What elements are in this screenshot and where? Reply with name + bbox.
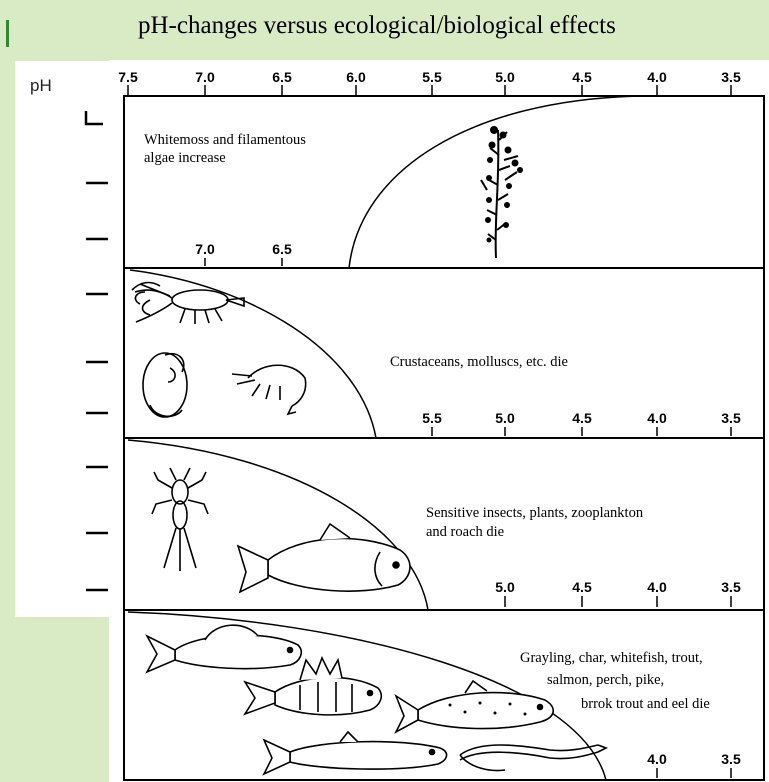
panel-2-scale: 5.0 [495,410,515,426]
panel-3-line-2: and roach die [426,524,504,540]
panel-1-scale: 7.0 [195,241,215,257]
panel-4-line-3: brrok trout and eel die [581,696,710,712]
panel-4-scale: 4.0 [647,751,667,767]
top-axis-label: 6.0 [346,69,366,85]
panel-2-scale: 3.5 [721,410,741,426]
shrimp-icon [232,365,306,414]
top-axis-label: 7.0 [195,69,215,85]
panel-1-line-1: Whitemoss and filamentous [144,132,306,148]
panel-3-scale: 3.5 [721,579,741,595]
panel-1-scale: 6.5 [272,241,292,257]
panel-1-frame [124,96,764,268]
panel-1-line-2: algae increase [144,150,226,166]
moss-plant-icon [481,130,518,258]
crayfish-icon [132,283,244,324]
panel-4-line-1: Grayling, char, whitefish, trout, [520,650,703,666]
top-axis-label: 6.5 [272,69,292,85]
panel-3-scale: 5.0 [495,579,515,595]
panel-2-scale: 4.0 [647,410,667,426]
top-axis-label: 3.5 [721,69,741,85]
panel-4-line-2: salmon, perch, pike, [547,672,664,688]
panel-2-scale: 4.5 [572,410,592,426]
snail-icon [143,353,187,417]
trout-icon [396,681,553,732]
top-axis-label: 5.5 [422,69,442,85]
panel-2-line-1: Crustaceans, molluscs, etc. die [390,354,568,370]
top-axis-label: 4.5 [572,69,592,85]
pike-icon [264,732,447,774]
panel-3-scale: 4.5 [572,579,592,595]
top-axis-label: 7.5 [118,69,138,85]
panel-2-scale: 5.5 [422,410,442,426]
panel-3-line-1: Sensitive insects, plants, zooplankton [426,505,644,521]
top-axis-label: 5.0 [495,69,515,85]
mayfly-nymph-icon [152,468,208,571]
panel-3-scale: 4.0 [647,579,667,595]
grayling-icon [147,625,301,672]
panel-4-scale: 3.5 [721,751,741,767]
eel-icon [460,745,606,770]
top-axis-label: 4.0 [647,69,667,85]
